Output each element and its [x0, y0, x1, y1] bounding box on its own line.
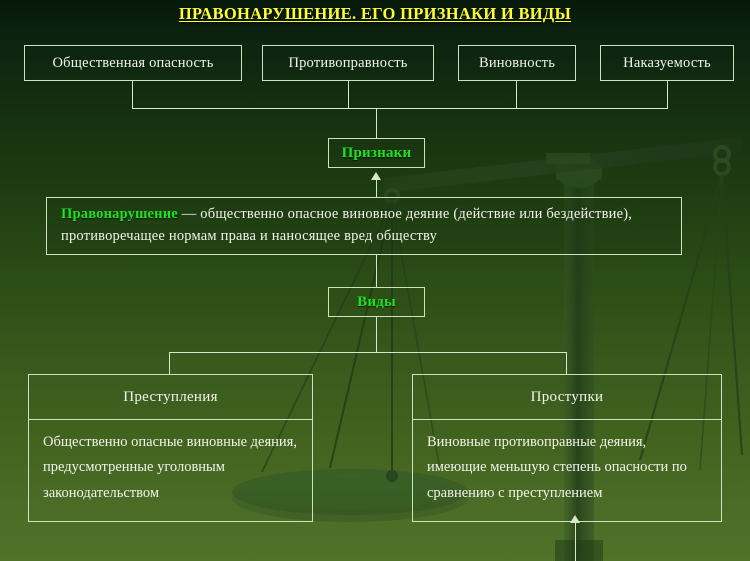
connector-sign-2 — [348, 81, 349, 108]
sign-box-guilt: Виновность — [458, 45, 576, 81]
sign-box-unlawfulness: Противоправность — [262, 45, 434, 81]
kind-title-crimes: Преступления — [29, 375, 312, 420]
kind-box-crimes: Преступления Общественно опасные виновны… — [28, 374, 313, 522]
arrow-up-to-signs-icon — [371, 172, 381, 180]
page-title: ПРАВОНАРУШЕНИЕ. ЕГО ПРИЗНАКИ И ВИДЫ — [178, 4, 572, 23]
connector-post-stem — [575, 523, 576, 561]
sign-label: Виновность — [478, 54, 556, 71]
kinds-label-box: Виды — [328, 287, 425, 317]
definition-dash: — — [177, 205, 201, 222]
connector-sign-4 — [667, 81, 668, 108]
connector-definition-to-signs — [376, 180, 377, 197]
kind-box-misdemeanours: Проступки Виновные противоправные деяния… — [412, 374, 722, 522]
connector-sign-1 — [132, 81, 133, 108]
connector-bus-to-signs-label — [376, 108, 377, 138]
sign-box-public-danger: Общественная опасность — [24, 45, 242, 81]
signs-label-text: Признаки — [341, 144, 412, 161]
sign-label: Наказуемость — [623, 54, 711, 71]
connector-bus-to-crimes — [169, 352, 170, 374]
connector-kinds-label-to-bus — [376, 317, 377, 352]
definition-box: Правонарушение — общественно опасное вин… — [46, 197, 682, 255]
connector-signs-bus — [132, 108, 668, 109]
connector-sign-3 — [516, 81, 517, 108]
kind-description-misdemeanours: Виновные противоправные деяния, имеющие … — [427, 434, 687, 501]
kinds-label-text: Виды — [357, 293, 396, 310]
connector-kinds-bus — [169, 352, 567, 353]
connector-bus-to-misdemeanours — [566, 352, 567, 374]
sign-label: Общественная опасность — [52, 54, 214, 71]
connector-definition-to-kinds — [376, 255, 377, 287]
kind-description-crimes: Общественно опасные виновные деяния, пре… — [43, 434, 297, 501]
sign-label: Противоправность — [288, 54, 408, 71]
kind-title-misdemeanours: Проступки — [413, 375, 721, 420]
signs-label-box: Признаки — [328, 138, 425, 168]
definition-text: общественно опасное виновное деяние (дей… — [61, 205, 633, 244]
definition-term: Правонарушение — [61, 205, 178, 222]
sign-box-punishability: Наказуемость — [600, 45, 734, 81]
